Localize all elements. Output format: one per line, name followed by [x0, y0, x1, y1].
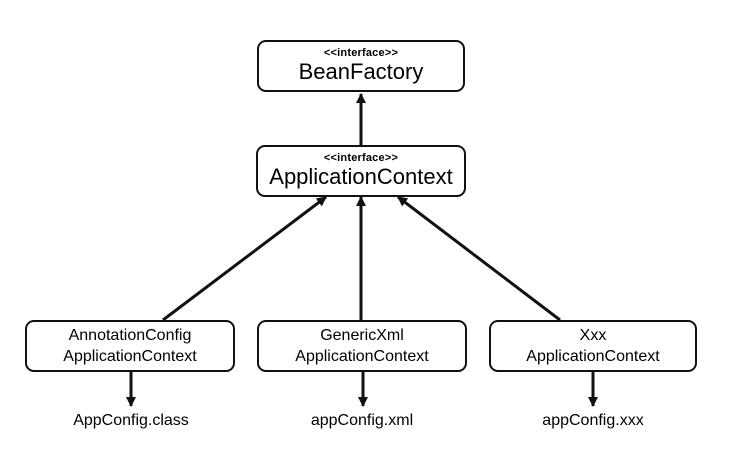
edge-annotationconfig-to-applicationcontext	[162, 195, 327, 322]
beanfactory-stereotype: <<interface>>	[323, 47, 399, 59]
applicationcontext-name: ApplicationContext	[269, 164, 453, 189]
xxx-box: Xxx ApplicationContext	[489, 320, 697, 372]
beanfactory-box: <<interface>> BeanFactory	[257, 40, 465, 92]
edge-xxx-to-applicationcontext	[397, 195, 561, 322]
xxx-line2: ApplicationContext	[526, 348, 660, 365]
applicationcontext-stereotype: <<interface>>	[323, 152, 399, 164]
annotationconfig-line2: ApplicationContext	[63, 348, 197, 365]
annotationconfig-line1: AnnotationConfig	[68, 327, 192, 344]
beanfactory-name: BeanFactory	[298, 59, 424, 84]
annotationconfig-box: AnnotationConfig ApplicationContext	[25, 320, 235, 372]
genericxml-box: GenericXml ApplicationContext	[257, 320, 467, 372]
xxx-line1: Xxx	[579, 327, 607, 344]
xxx-config-label: appConfig.xxx	[542, 412, 644, 429]
applicationcontext-box: <<interface>> ApplicationContext	[256, 145, 466, 197]
genericxml-line2: ApplicationContext	[295, 348, 429, 365]
genericxml-line1: GenericXml	[320, 327, 404, 344]
genericxml-config-label: appConfig.xml	[310, 412, 414, 429]
annotationconfig-config-label: AppConfig.class	[73, 412, 189, 429]
